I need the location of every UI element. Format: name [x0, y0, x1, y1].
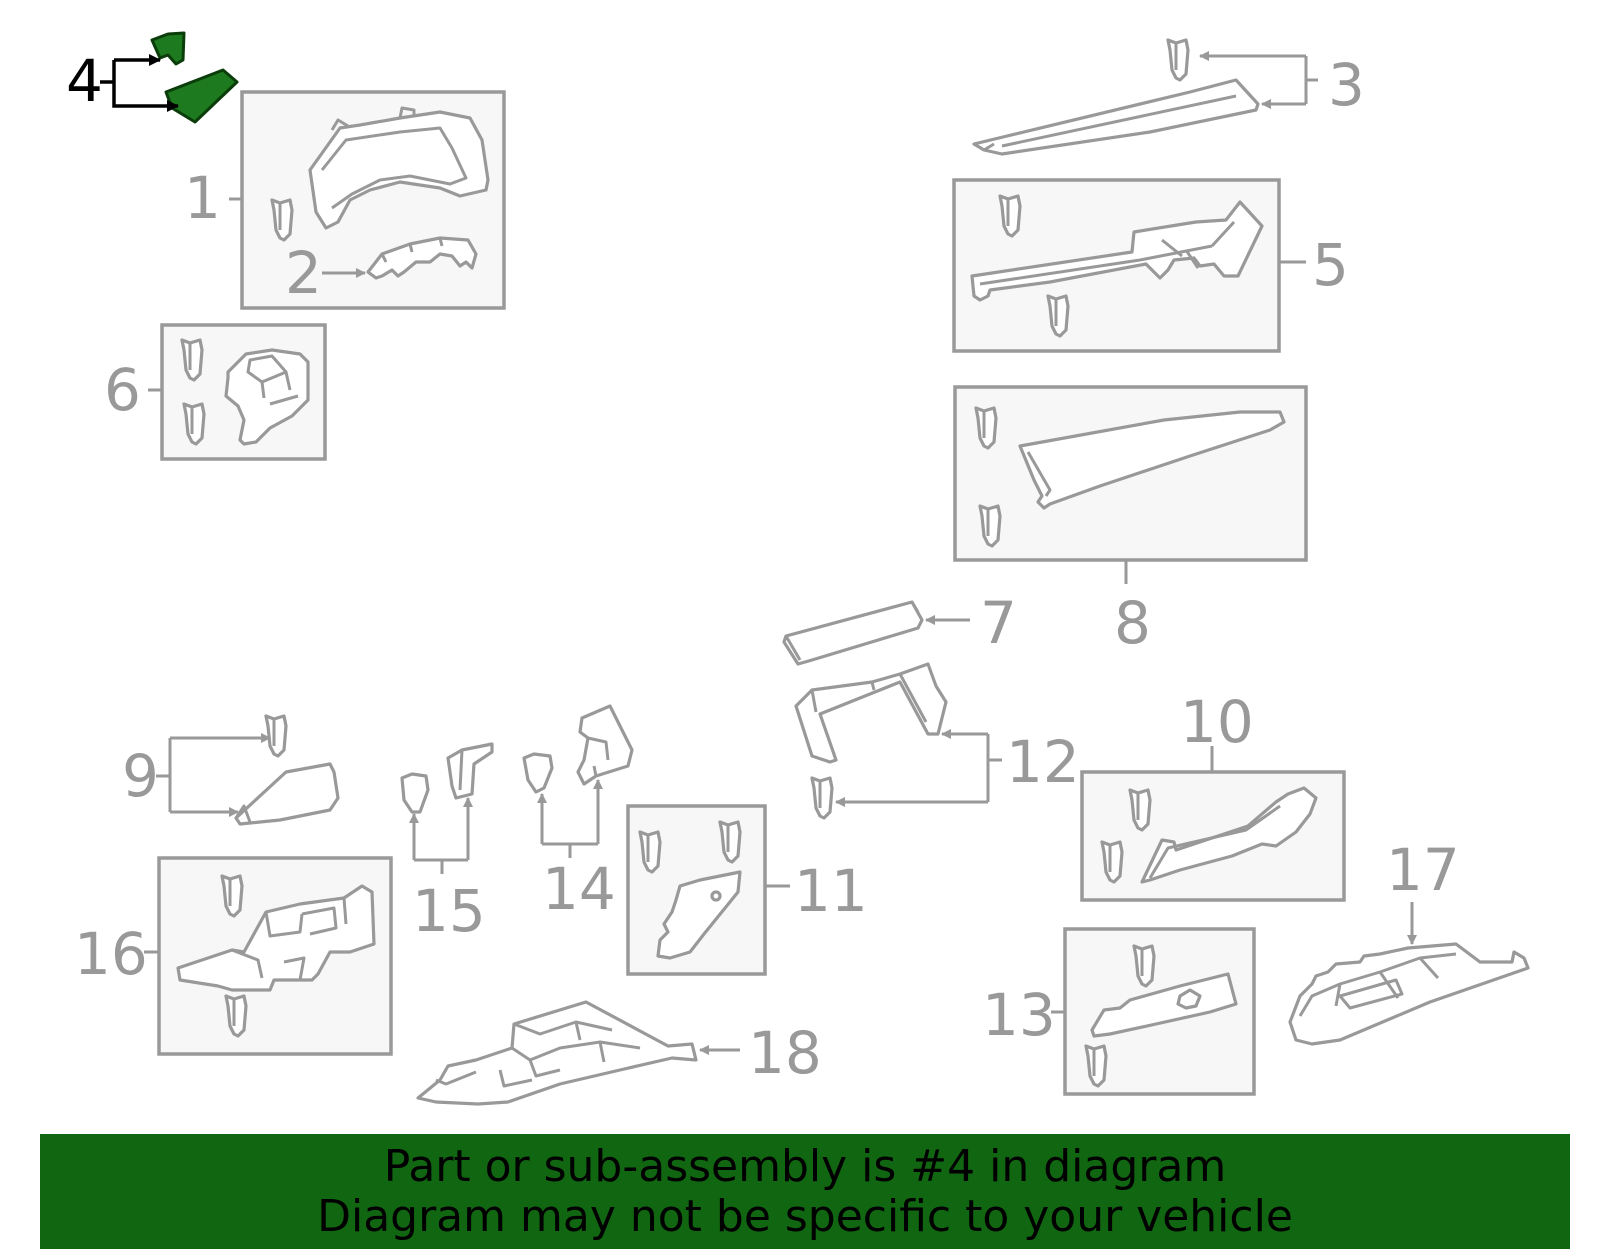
callout-2: 2 [285, 239, 322, 307]
callout-13: 13 [982, 981, 1056, 1049]
part-1-group[interactable]: 1 2 [184, 90, 506, 310]
part-16-group[interactable]: 16 [74, 856, 393, 1056]
callout-4: 4 [66, 47, 103, 115]
part-10-group[interactable]: 10 [1080, 688, 1346, 902]
part-12-group[interactable]: 12 [794, 662, 1080, 820]
part-5-group[interactable]: 5 [952, 178, 1349, 353]
part-7-strip [782, 600, 924, 666]
info-banner: Part or sub-assembly is #4 in diagram Di… [40, 1134, 1570, 1249]
banner-line-2: Diagram may not be specific to your vehi… [317, 1190, 1293, 1242]
part-17-lower-trim [1288, 942, 1530, 1046]
part-3-group[interactable]: 3 [972, 38, 1365, 156]
callout-16: 16 [74, 920, 148, 988]
part-13-group[interactable]: 13 [982, 927, 1256, 1096]
callout-14: 14 [542, 855, 616, 923]
callout-15: 15 [412, 877, 486, 945]
part-9-panel [234, 762, 340, 826]
part-1-cluster-bezel [308, 110, 490, 230]
callout-17: 17 [1386, 836, 1460, 904]
callout-8: 8 [1114, 589, 1151, 657]
part-9-group[interactable]: 9 [122, 714, 340, 826]
callout-18: 18 [748, 1019, 822, 1087]
callout-11: 11 [794, 857, 868, 925]
part-7-group[interactable]: 7 [782, 589, 1017, 666]
part-15-bracket [446, 742, 494, 800]
part-4-trim-piece [164, 68, 239, 124]
part-18-group[interactable]: 18 [416, 1000, 822, 1106]
part-8-dash-cover [1018, 410, 1286, 510]
banner-line-1: Part or sub-assembly is #4 in diagram [383, 1140, 1227, 1192]
part-12-bracket [794, 662, 948, 764]
callout-3: 3 [1328, 51, 1365, 119]
callout-7: 7 [980, 589, 1017, 657]
part-18-under-cover [416, 1000, 698, 1106]
callout-1: 1 [184, 164, 221, 232]
part-11-group[interactable]: 11 [626, 804, 868, 976]
part-17-group[interactable]: 17 [1288, 836, 1530, 1046]
callout-6: 6 [104, 356, 141, 424]
part-14-clip [522, 752, 554, 794]
part-4-group[interactable]: 4 [66, 31, 239, 124]
callout-5: 5 [1312, 231, 1349, 299]
callout-9: 9 [122, 742, 159, 810]
part-8-group[interactable]: 8 [953, 385, 1308, 657]
callout-10: 10 [1180, 688, 1254, 756]
part-13-lower-panel [1090, 972, 1238, 1038]
part-6-group[interactable]: 6 [104, 323, 327, 461]
part-15-clip-a [400, 772, 430, 814]
callout-12: 12 [1006, 728, 1080, 796]
part-15-group[interactable]: 15 [400, 742, 494, 945]
part-14-group[interactable]: 14 [522, 704, 634, 923]
